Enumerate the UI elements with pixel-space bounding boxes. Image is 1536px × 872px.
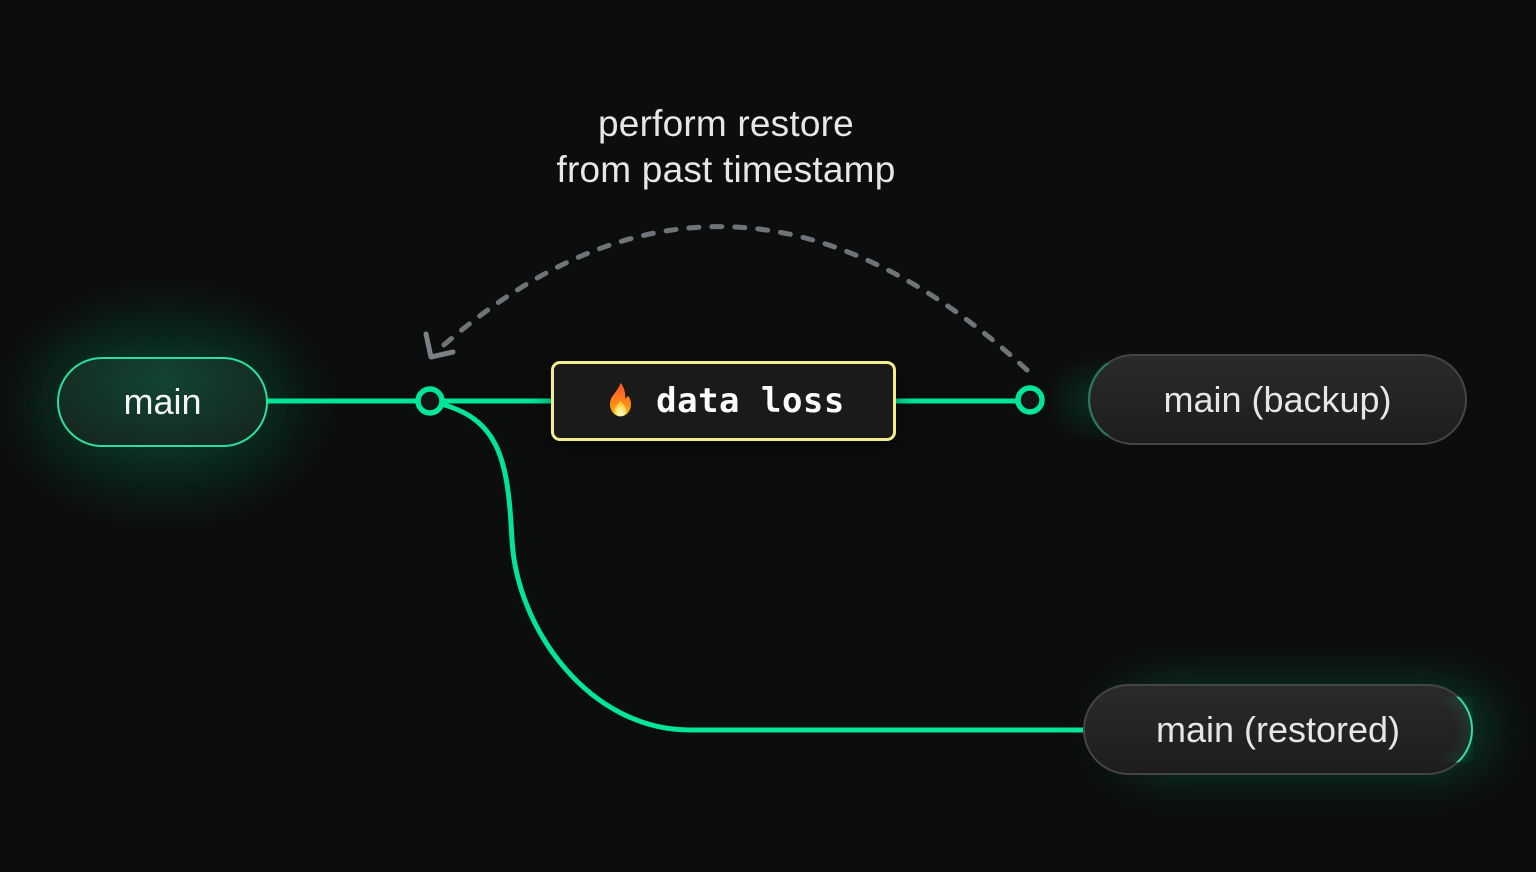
branch-point-right	[1015, 385, 1045, 415]
restore-annotation: perform restore from past timestamp	[426, 101, 1026, 193]
data-loss-label: data loss	[656, 381, 845, 421]
fire-icon	[610, 382, 632, 416]
branch-node-main-label: main	[123, 381, 202, 422]
branch-node-backup: main (backup)	[1088, 354, 1467, 445]
branch-node-restored: main (restored)	[1083, 684, 1473, 775]
restore-arc	[434, 224, 1030, 373]
restore-arrow-icon	[423, 331, 456, 360]
restore-annotation-line1: perform restore	[598, 103, 854, 144]
restored-branch-line	[434, 400, 1089, 733]
data-loss-box: data loss	[551, 361, 896, 441]
branch-point-left	[415, 386, 445, 416]
branch-node-restored-label: main (restored)	[1155, 708, 1401, 750]
branch-node-backup-label: main (backup)	[1163, 378, 1392, 420]
restore-annotation-line2: from past timestamp	[556, 149, 896, 190]
branch-node-main: main	[57, 357, 268, 447]
